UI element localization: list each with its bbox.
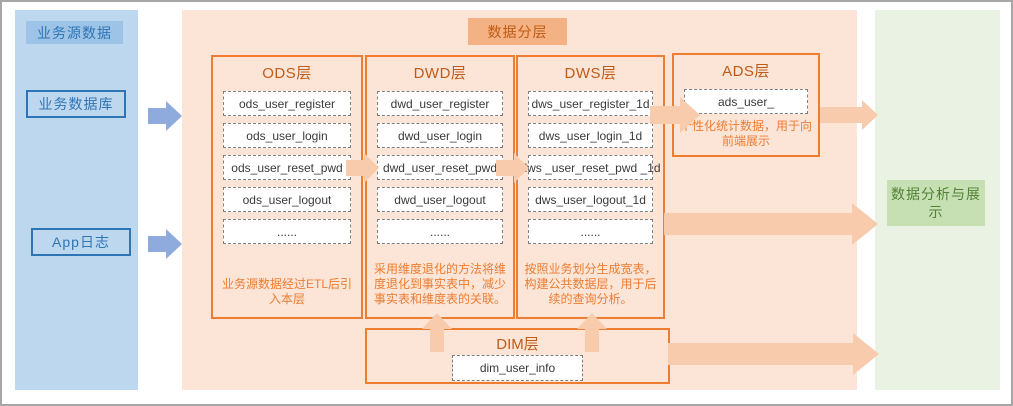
flow-arrow-dim-to-output <box>668 333 879 375</box>
ads-title: ADS层 <box>722 63 770 80</box>
layer-column-ods: ODS层 ods_user_register ods_user_login od… <box>211 55 363 319</box>
flow-arrow-dws-to-ads <box>650 97 700 133</box>
table-box: dws _user_reset_pwd _1d <box>520 155 661 180</box>
table-box: dwd_user_logout <box>377 187 503 212</box>
layer-column-dws: DWS层 dws_user_register_1d dws_user_login… <box>516 55 665 319</box>
dwd-title: DWD层 <box>413 65 467 82</box>
flow-arrow-dwd-to-dws <box>496 153 529 183</box>
table-box: dwd_user_reset_pwd <box>377 155 503 180</box>
dws-title: DWS层 <box>564 65 617 82</box>
flow-arrow-ads-to-output <box>820 100 878 130</box>
layer-column-ads: ADS层 ads_user_ 个性化统计数据，用于向前端展示 <box>672 53 820 157</box>
table-box: ods_user_register <box>223 91 351 116</box>
ads-description: 个性化统计数据，用于向前端展示 <box>679 119 812 148</box>
table-box: ods_user_logout <box>223 187 351 212</box>
source-item-business-db: 业务数据库 <box>26 90 126 118</box>
dws-description: 按照业务划分生成宽表，构建公共数据层，用于后续的查询分析。 <box>524 262 657 306</box>
table-box: ads_user_ <box>684 89 808 114</box>
flow-arrow-log-to-ods <box>148 229 182 259</box>
source-panel-title: 业务源数据 <box>26 21 123 44</box>
table-box: dws_user_logout_1d <box>528 187 653 212</box>
analysis-display-panel: 数据分析与展示 <box>875 10 1000 390</box>
layer-box-dim: DIM层 dim_user_info <box>365 328 670 384</box>
flow-arrow-db-to-ods <box>148 101 182 131</box>
table-box: ods_user_login <box>223 123 351 148</box>
layer-column-dwd: DWD层 dwd_user_register dwd_user_login dw… <box>365 55 515 319</box>
dwd-description: 采用维度退化的方法将维度退化到事实表中，减少事实表和维度表的关联。 <box>373 262 506 306</box>
flow-arrow-dim-to-dws <box>577 313 607 352</box>
flow-arrow-ods-to-dwd <box>346 153 379 183</box>
analysis-display-box: 数据分析与展示 <box>887 180 985 226</box>
table-box: dim_user_info <box>452 355 583 381</box>
table-box: ...... <box>528 219 653 244</box>
source-data-panel: 业务源数据 业务数据库 App日志 <box>15 10 138 390</box>
source-item-app-log: App日志 <box>31 228 131 256</box>
table-box: ...... <box>377 219 503 244</box>
ods-description: 业务源数据经过ETL后引入本层 <box>221 277 352 306</box>
table-box: dws_user_login_1d <box>528 123 653 148</box>
flow-arrow-dws-to-output <box>664 203 878 245</box>
ods-title: ODS层 <box>262 65 312 82</box>
table-box: ods_user_reset_pwd <box>223 155 351 180</box>
data-layers-title: 数据分层 <box>468 18 567 45</box>
dim-title: DIM层 <box>496 336 539 353</box>
table-box: dwd_user_login <box>377 123 503 148</box>
table-box: ...... <box>223 219 351 244</box>
table-box: dws_user_register_1d <box>528 91 653 116</box>
table-box: dwd_user_register <box>377 91 503 116</box>
flow-arrow-dim-to-dwd <box>422 313 452 352</box>
